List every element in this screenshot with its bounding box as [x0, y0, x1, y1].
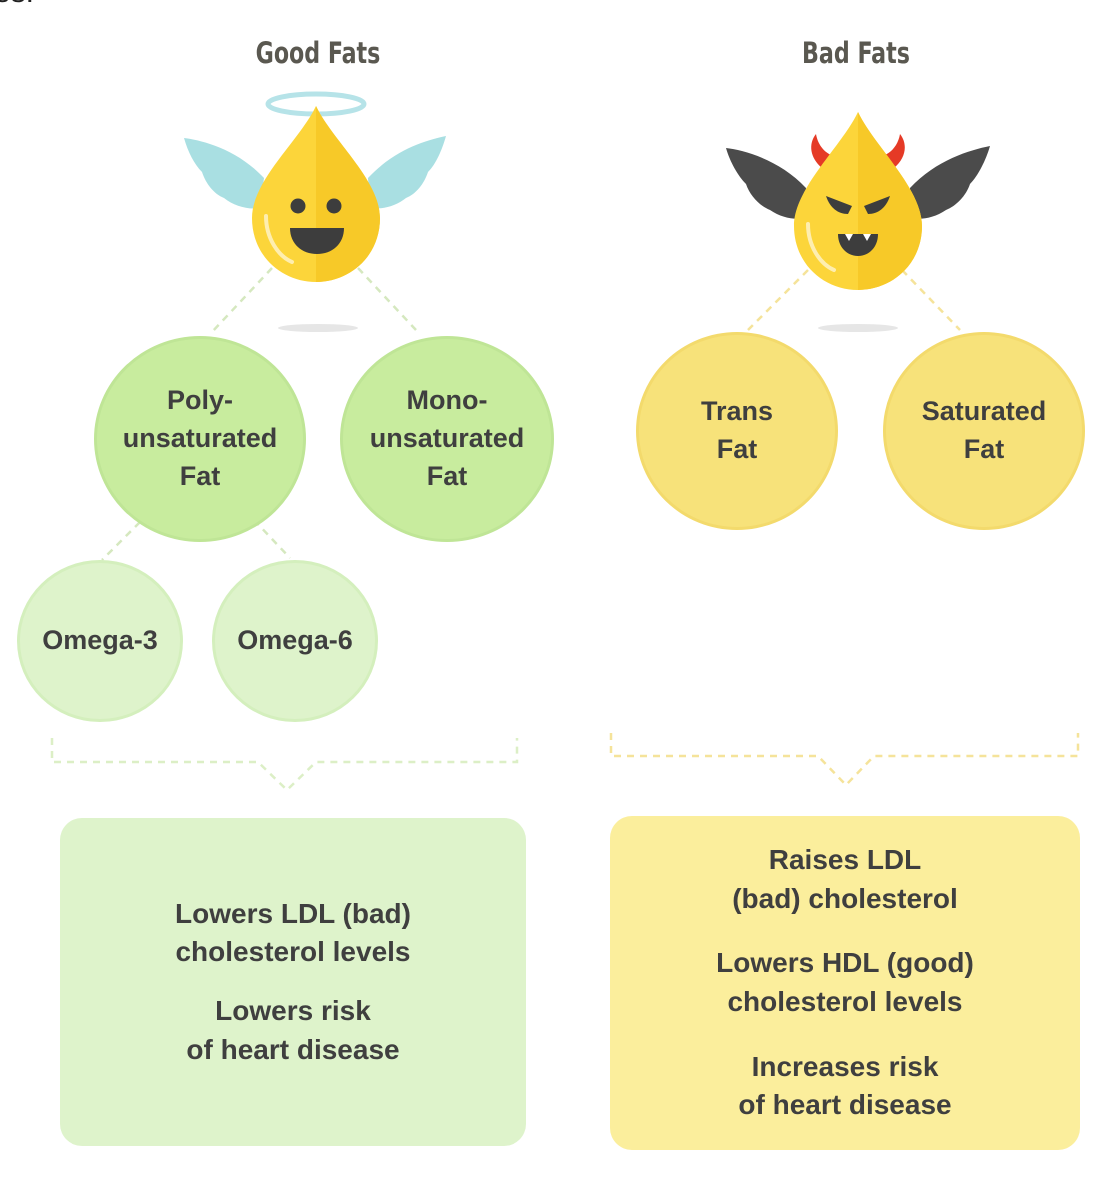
- omega-3-node: Omega-3: [17, 560, 183, 722]
- bad-drop-shadow: [818, 324, 898, 332]
- good-drop-shadow: [278, 324, 358, 332]
- connector-good-mono: [357, 267, 417, 331]
- trans-fat-node: Trans Fat: [636, 332, 838, 530]
- connector-poly-omega6: [253, 519, 291, 559]
- good-fats-summary-box: Lowers LDL (bad) cholesterol levels Lowe…: [60, 818, 526, 1146]
- angel-drop-icon: [184, 91, 446, 282]
- cropped-text-fragment: es.: [0, 0, 34, 8]
- bad-fats-effect-ldl: Raises LDL (bad) cholesterol: [732, 844, 958, 914]
- polyunsaturated-fat-node: Poly- unsaturated Fat: [94, 336, 306, 542]
- connector-bad-saturated: [901, 269, 961, 331]
- connector-good-poly: [211, 267, 273, 333]
- good-fats-heading: Good Fats: [255, 36, 381, 70]
- bad-fats-effect-hdl: Lowers HDL (good) cholesterol levels: [716, 947, 974, 1017]
- omega-6-node: Omega-6: [212, 560, 378, 722]
- devil-drop-icon: [726, 112, 990, 290]
- monounsaturated-fat-node: Mono- unsaturated Fat: [340, 336, 554, 542]
- bad-fats-summary-box: Raises LDL (bad) cholesterol Lowers HDL …: [610, 816, 1080, 1150]
- good-fats-effect-heart: Lowers risk of heart disease: [186, 995, 400, 1065]
- bad-fats-effect-heart: Increases risk of heart disease: [738, 1050, 952, 1121]
- connector-bad-trans: [747, 269, 809, 331]
- good-bracket: [50, 738, 519, 792]
- bad-fats-heading: Bad Fats: [802, 36, 910, 70]
- good-fats-effect-ldl: Lowers LDL (bad) cholesterol levels: [175, 897, 411, 968]
- saturated-fat-node: Saturated Fat: [883, 332, 1085, 530]
- bad-bracket: [609, 733, 1080, 787]
- connector-poly-omega3: [101, 521, 141, 561]
